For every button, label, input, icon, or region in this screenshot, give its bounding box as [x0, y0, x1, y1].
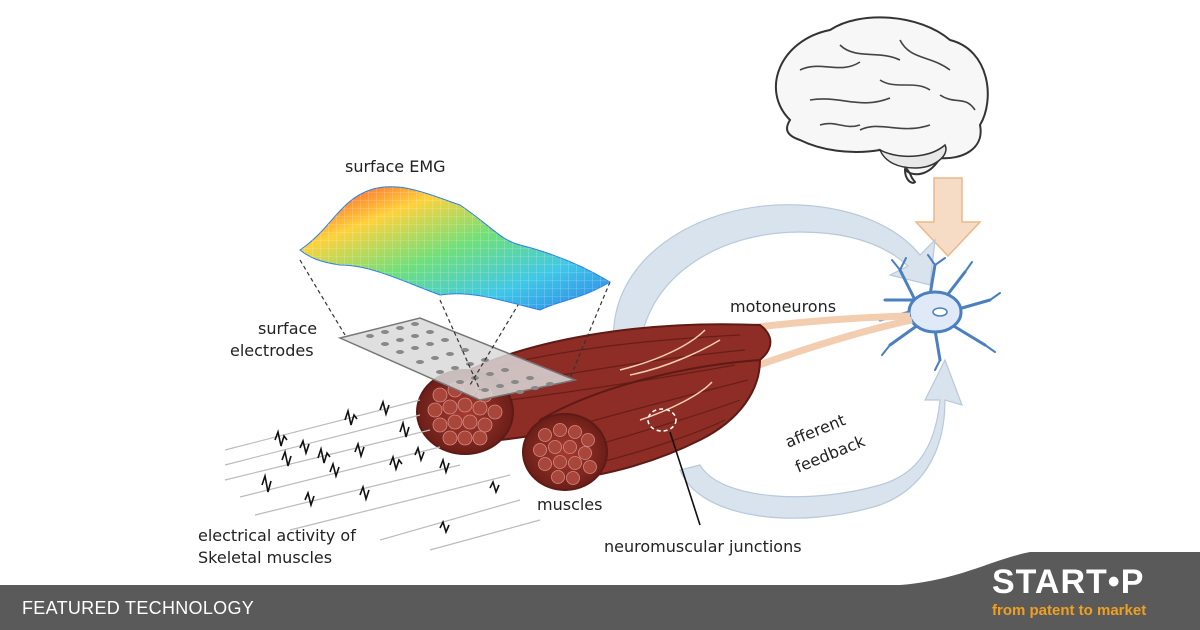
electrical-signal-traces	[224, 399, 541, 551]
brand-tagline: from patent to market	[992, 602, 1147, 619]
label-electrodes: electrodes	[230, 341, 314, 360]
footer-bar	[0, 585, 1200, 630]
label-surface-emg: surface EMG	[345, 157, 446, 176]
brain-illustration	[774, 16, 989, 184]
feedback-loop-arrows	[612, 204, 963, 519]
label-neuromuscular-junctions: neuromuscular junctions	[604, 537, 802, 556]
electrode-grid	[337, 317, 578, 401]
label-skeletal-muscles: Skeletal muscles	[198, 548, 333, 567]
brand-name: START•P	[992, 563, 1145, 601]
surface-emg-map	[299, 186, 611, 311]
junction-pointer-line	[669, 431, 701, 526]
neuron-cell	[869, 254, 1001, 371]
label-motoneurons: motoneurons	[730, 297, 837, 316]
startup-logo: START•P from patent to market	[992, 564, 1182, 620]
featured-technology-label: FEATURED TECHNOLOGY	[22, 598, 255, 618]
descending-signal-arrow	[914, 177, 982, 258]
label-muscles: muscles	[537, 495, 603, 514]
projection-lines	[299, 259, 611, 391]
label-electrical-activity: electrical activity of	[198, 526, 356, 545]
label-surface: surface	[258, 319, 318, 338]
